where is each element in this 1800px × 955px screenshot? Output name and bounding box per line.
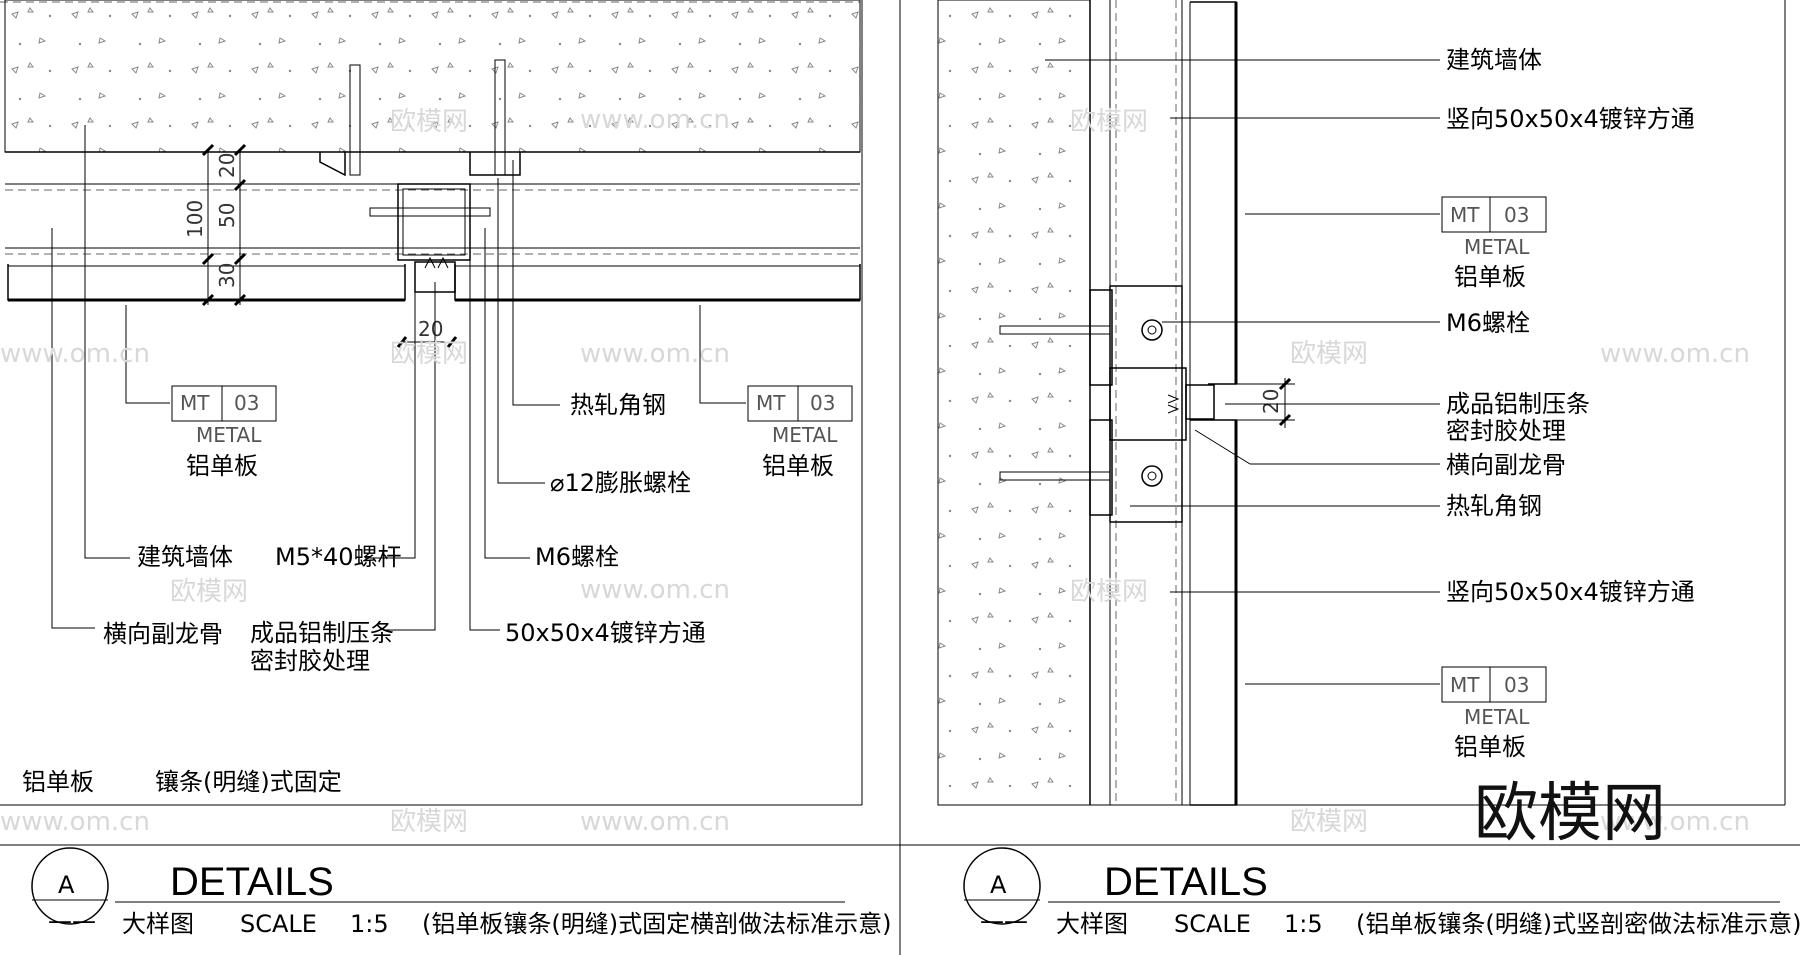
watermarks: 欧模网 www.om.cn www.om.cn 欧模网 www.om.cn 欧模…	[0, 105, 1750, 851]
label-angle-steel: 热轧角钢	[570, 391, 666, 419]
label-square-tube: 50x50x4镀锌方通	[505, 619, 706, 647]
svg-text:www.om.cn: www.om.cn	[0, 807, 150, 837]
title-desc-right: (铝单板镶条(明缝)式竖剖密做法标准示意)	[1356, 910, 1800, 938]
label-strip-right-2: 密封胶处理	[1446, 417, 1566, 445]
label-wall: 建筑墙体	[137, 543, 233, 571]
svg-text:大样图: 大样图	[1056, 910, 1128, 938]
svg-text:METAL: METAL	[1464, 235, 1530, 259]
svg-text:欧模网: 欧模网	[390, 339, 468, 369]
svg-text:www.om.cn: www.om.cn	[0, 339, 150, 369]
svg-text:03: 03	[810, 391, 835, 415]
svg-text:欧模网: 欧模网	[390, 107, 468, 137]
svg-text:MT: MT	[756, 391, 786, 415]
svg-text:铝单板: 铝单板	[762, 452, 834, 480]
label-strip-right-1: 成品铝制压条	[1446, 390, 1590, 418]
svg-text:METAL: METAL	[1464, 705, 1530, 729]
svg-text:03: 03	[234, 391, 259, 415]
svg-text:大样图: 大样图	[122, 910, 194, 938]
svg-text:www.om.cn: www.om.cn	[580, 339, 730, 369]
left-square-tube	[397, 183, 471, 261]
title-main-left: DETAILS	[170, 860, 334, 904]
svg-text:铝单板: 铝单板	[1454, 263, 1526, 291]
svg-text:www.om.cn: www.om.cn	[580, 807, 730, 837]
label-strip-1: 成品铝制压条	[250, 619, 394, 647]
label-tube-bottom: 竖向50x50x4镀锌方通	[1446, 578, 1695, 606]
note-right: 镶条(明缝)式固定	[155, 768, 342, 796]
svg-text:www.om.cn: www.om.cn	[1600, 339, 1750, 369]
svg-text:1:5: 1:5	[350, 910, 389, 938]
left-detail: 100 20 50 30 20 建筑墙体 M5*40螺杆 横向副龙骨 成品铝制压…	[4, 0, 861, 796]
svg-text:www.om.cn: www.om.cn	[1600, 807, 1750, 837]
svg-text:www.om.cn: www.om.cn	[580, 575, 730, 605]
svg-text:铝单板: 铝单板	[1454, 733, 1526, 761]
svg-text:欧模网: 欧模网	[390, 807, 468, 837]
left-panel-a	[7, 264, 406, 301]
dim-mid: 50	[215, 203, 239, 228]
right-tag-2: MT 03 METAL 铝单板	[1441, 666, 1547, 761]
label-m6-bolt: M6螺栓	[535, 543, 619, 571]
title-letter-right: A	[990, 871, 1007, 899]
svg-text:欧模网: 欧模网	[1070, 577, 1148, 607]
left-tag-1: MT 03 METAL 铝单板	[171, 385, 277, 480]
right-tag-1: MT 03 METAL 铝单板	[1441, 196, 1547, 291]
svg-text:SCALE: SCALE	[240, 910, 317, 938]
title-letter-left: A	[58, 871, 75, 899]
label-angle-steel-right: 热轧角钢	[1446, 492, 1542, 520]
dim-total: 100	[183, 200, 207, 238]
right-cross-keel	[1109, 367, 1187, 441]
label-wall-right: 建筑墙体	[1446, 46, 1542, 74]
svg-text:www.om.cn: www.om.cn	[580, 105, 730, 135]
dim-top: 20	[215, 153, 239, 178]
svg-text:欧模网: 欧模网	[1070, 107, 1148, 137]
svg-text:欧模网: 欧模网	[1290, 339, 1368, 369]
left-panel-b	[454, 264, 861, 301]
svg-text:欧模网: 欧模网	[170, 577, 248, 607]
left-tag-2: MT 03 METAL 铝单板	[747, 385, 853, 480]
brand-watermark: 欧模网	[1474, 777, 1666, 851]
svg-text:MT: MT	[1450, 203, 1480, 227]
label-cross-keel: 横向副龙骨	[103, 620, 223, 648]
label-expansion-bolt: ⌀12膨胀螺栓	[550, 469, 691, 497]
title-main-right: DETAILS	[1104, 860, 1268, 904]
right-detail: 20 建筑墙体 竖向50x50x4镀锌方通 M6螺栓 成品铝制压条 密封胶处理 …	[937, 0, 1695, 806]
note-left: 铝单板	[22, 768, 94, 796]
dim-gap-right: 20	[1259, 389, 1283, 414]
title-desc-left: (铝单板镶条(明缝)式固定横剖做法标准示意)	[422, 910, 891, 938]
label-strip-2: 密封胶处理	[250, 647, 370, 675]
title-block-left: A —— DETAILS 大样图 SCALE 1:5 (铝单板镶条(明缝)式固定…	[31, 847, 891, 938]
title-block-right: A —— DETAILS 大样图 SCALE 1:5 (铝单板镶条(明缝)式竖剖…	[963, 847, 1800, 938]
svg-text:METAL: METAL	[196, 423, 262, 447]
svg-text:——: ——	[48, 907, 96, 935]
svg-text:METAL: METAL	[772, 423, 838, 447]
svg-text:SCALE: SCALE	[1174, 910, 1251, 938]
svg-text:铝单板: 铝单板	[186, 452, 258, 480]
label-tube-top: 竖向50x50x4镀锌方通	[1446, 105, 1695, 133]
svg-text:03: 03	[1504, 673, 1529, 697]
dim-bottom: 30	[215, 263, 239, 288]
svg-text:欧模网: 欧模网	[1290, 807, 1368, 837]
svg-text:MT: MT	[180, 391, 210, 415]
svg-text:——: ——	[980, 907, 1028, 935]
dim-gap: 20	[418, 317, 443, 341]
label-m6-bolt-right: M6螺栓	[1446, 309, 1530, 337]
svg-text:MT: MT	[1450, 673, 1480, 697]
svg-text:1:5: 1:5	[1284, 910, 1323, 938]
label-bolt-rod: M5*40螺杆	[275, 543, 402, 571]
svg-text:03: 03	[1504, 203, 1529, 227]
label-cross-keel-right: 横向副龙骨	[1446, 451, 1566, 479]
